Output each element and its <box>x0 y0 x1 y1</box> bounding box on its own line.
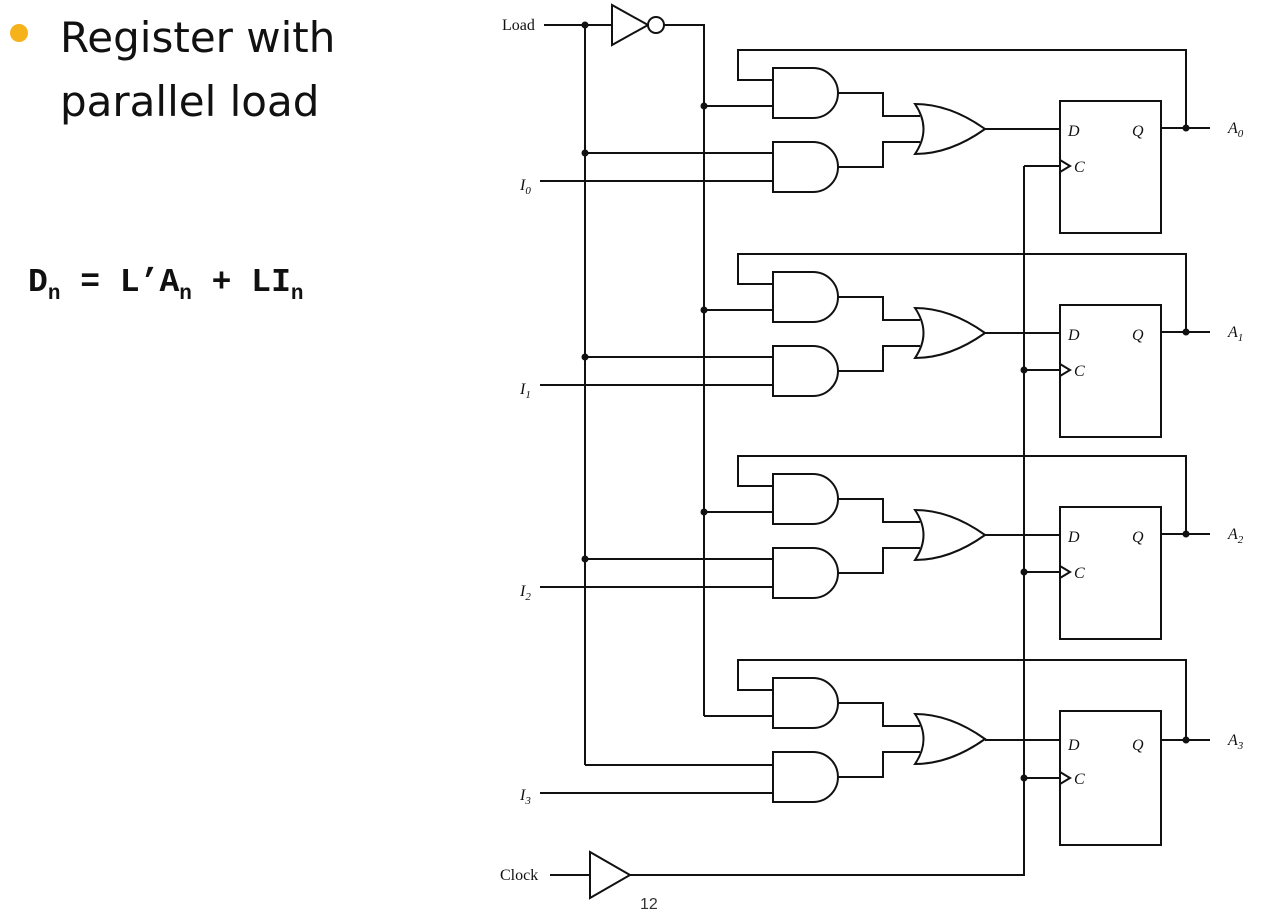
clock-triangle <box>1059 159 1072 173</box>
eq-term2-sub: n <box>290 283 304 306</box>
junction-dot <box>700 306 708 314</box>
junction-dot <box>581 555 589 563</box>
bullet-icon <box>10 24 28 42</box>
junction-dot <box>1182 328 1190 336</box>
d-flip-flop-2 <box>1059 506 1162 640</box>
d-flip-flop-0 <box>1059 100 1162 234</box>
input-label-2: I2 <box>519 583 531 603</box>
clock-triangle <box>1059 771 1072 785</box>
junction-dot <box>1020 366 1028 374</box>
or-gate-2 <box>913 508 987 562</box>
or-gate-3 <box>913 712 987 766</box>
stage-2: D Q C I2 A2 <box>519 455 1244 640</box>
output-label-3: A3 <box>1227 732 1244 752</box>
output-label-1: A1 <box>1227 324 1243 344</box>
eq-lhs-sub: n <box>47 283 61 306</box>
load-complement-bus <box>664 24 705 716</box>
junction-dot <box>1182 736 1190 744</box>
or-gate-0 <box>913 102 987 156</box>
and-gate-load-3 <box>772 751 839 803</box>
junction-dot <box>1182 530 1190 538</box>
parallel-load-register-diagram: Load Clock D Q C I0 A0 <box>500 3 1244 900</box>
and-or-wire-3 <box>838 702 920 727</box>
clock-buffer <box>589 850 633 900</box>
and-gate-load-2 <box>772 547 839 599</box>
ff-d-label: D <box>1067 529 1080 546</box>
junction-dot <box>581 149 589 157</box>
junction-dot <box>700 102 708 110</box>
load-label: Load <box>502 17 535 34</box>
junction-dot <box>581 353 589 361</box>
eq-term1-sub: n <box>179 283 192 306</box>
load-equation: Dn = L’An + LIn <box>28 264 304 306</box>
eq-term2: LI <box>251 264 291 301</box>
slide-bullet-text: Register with parallel load <box>60 13 336 126</box>
page-number: 12 <box>640 896 658 913</box>
ff-q-label: Q <box>1132 529 1144 546</box>
and-or-wire-3 <box>838 751 920 778</box>
junction-dot <box>581 21 589 29</box>
output-label-2: A2 <box>1227 526 1244 546</box>
stage-0: D Q C I0 A0 <box>519 49 1244 234</box>
ff-d-label: D <box>1067 737 1080 754</box>
stage-1: D Q C I1 A1 <box>519 253 1243 438</box>
ff-c-label: C <box>1074 771 1085 788</box>
clock-bus <box>630 166 1025 876</box>
feedback-wire-3 <box>737 659 1187 740</box>
output-label-0: A0 <box>1227 120 1244 140</box>
or-gate-1 <box>913 306 987 360</box>
and-or-wire-1 <box>838 345 920 372</box>
eq-equals: = <box>60 264 120 301</box>
and-gate-hold-1 <box>772 271 839 323</box>
feedback-wire-0 <box>737 49 1187 128</box>
and-gate-hold-3 <box>772 677 839 729</box>
stage-3: D Q C I3 A3 <box>519 659 1244 846</box>
junction-dot <box>1020 568 1028 576</box>
ff-q-label: Q <box>1132 737 1144 754</box>
d-flip-flop-3 <box>1059 710 1162 846</box>
junction-dot <box>700 508 708 516</box>
junction-dot <box>1182 124 1190 132</box>
and-or-wire-1 <box>838 296 920 321</box>
and-or-wire-2 <box>838 547 920 574</box>
inverter-bubble <box>647 16 665 34</box>
and-gate-hold-2 <box>772 473 839 525</box>
and-gate-load-0 <box>772 141 839 193</box>
ff-q-label: Q <box>1132 123 1144 140</box>
clock-triangle <box>1059 565 1072 579</box>
load-inverter <box>611 3 651 47</box>
clock-triangle <box>1059 363 1072 377</box>
eq-lhs: D <box>28 264 48 301</box>
feedback-wire-1 <box>737 253 1187 332</box>
eq-plus: + <box>191 264 252 301</box>
clock-label: Clock <box>500 867 538 884</box>
input-label-0: I0 <box>519 177 531 197</box>
ff-c-label: C <box>1074 363 1085 380</box>
and-gate-hold-0 <box>772 67 839 119</box>
and-gate-load-1 <box>772 345 839 397</box>
ff-d-label: D <box>1067 327 1080 344</box>
and-or-wire-0 <box>838 141 920 168</box>
eq-term1: L’A <box>119 264 180 301</box>
junction-dot <box>1020 774 1028 782</box>
and-or-wire-2 <box>838 498 920 523</box>
input-label-1: I1 <box>519 381 531 401</box>
feedback-wire-2 <box>737 455 1187 534</box>
ff-q-label: Q <box>1132 327 1144 344</box>
ff-c-label: C <box>1074 159 1085 176</box>
and-or-wire-0 <box>838 92 920 117</box>
ff-d-label: D <box>1067 123 1080 140</box>
input-label-3: I3 <box>519 787 531 807</box>
ff-c-label: C <box>1074 565 1085 582</box>
